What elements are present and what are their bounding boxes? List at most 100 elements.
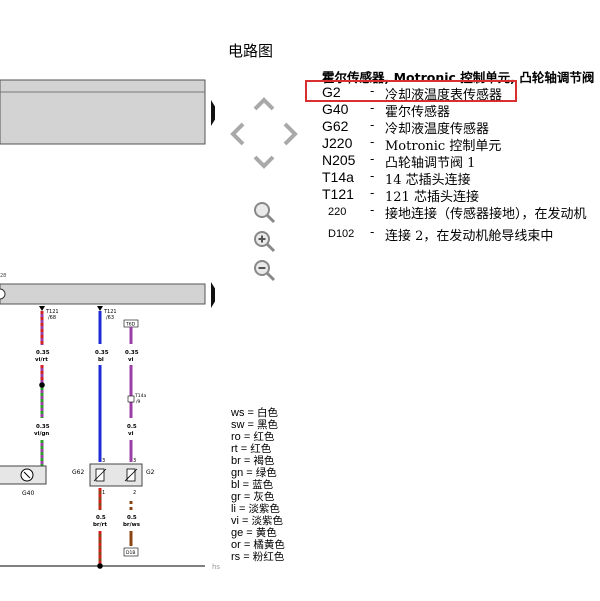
wire4-gauge: 0.5 (96, 515, 106, 521)
legend-eq: = (238, 515, 252, 527)
wire3-color: vi (128, 357, 134, 363)
arrow-up-icon[interactable] (253, 97, 275, 111)
component-dash: - (370, 203, 375, 217)
wire1-junction (39, 382, 45, 388)
control-unit-box (0, 79, 206, 145)
wire2-color: bl (98, 357, 104, 363)
component-code: 220 (328, 206, 347, 218)
wiring-diagram: 28 T121 /68 T121 /63 T6D 0.35 vi/rt 0.35… (0, 79, 215, 569)
legend-eq: = (237, 443, 251, 455)
component-code: J220 (322, 135, 353, 151)
component-desc: 凸轮轴调节阀 1 (385, 156, 476, 171)
top-left-label: 28 (0, 273, 6, 279)
legend-code: or (231, 539, 241, 551)
legend-eq: = (240, 431, 254, 443)
component-code: G40 (322, 101, 349, 117)
legend-item: ws = 白色 (231, 407, 285, 419)
wire2-ref: T121 (103, 309, 117, 315)
connector-bar (0, 283, 206, 305)
legend-eq: = (239, 479, 253, 491)
legend-code: vi (231, 515, 239, 527)
component-dash: - (370, 186, 375, 200)
legend-desc: 红色 (250, 443, 272, 455)
legend-eq: = (243, 467, 256, 479)
component-code: T14a (322, 169, 354, 185)
component-desc: 冷却液温度表传感器 (385, 88, 503, 103)
pin2-label: 2 (133, 490, 136, 496)
legend-code: sw (231, 419, 245, 431)
wire1-gauge: 0.35 (36, 350, 50, 356)
legend-desc: 灰色 (253, 491, 275, 503)
t14a-connector (127, 395, 135, 403)
legend-desc: 红色 (253, 431, 275, 443)
legend-eq: = (240, 539, 254, 551)
g62-label: G62 (72, 469, 84, 476)
legend-item: bl = 蓝色 (231, 479, 285, 491)
zoom-out-icon[interactable] (252, 258, 276, 282)
wire4-color: br/rt (93, 522, 107, 528)
t14a-label-2: /9 (136, 399, 141, 405)
legend-code: ws (231, 407, 245, 419)
g40-sensor-arrow (23, 471, 31, 479)
legend-item: or = 橘黄色 (231, 539, 285, 551)
legend-eq: = (240, 551, 253, 563)
connector-bar-circle (0, 288, 6, 300)
wire2b-color: vi (128, 431, 134, 437)
legend-item: ge = 黄色 (231, 527, 285, 539)
legend-eq: = (244, 407, 257, 419)
wire2-gauge: 0.35 (95, 350, 109, 356)
legend-desc: 橘黄色 (253, 539, 285, 551)
legend-eq: = (240, 491, 254, 503)
legend-code: rs (231, 551, 241, 563)
legend-eq: = (240, 455, 254, 467)
component-desc: 霍尔传感器 (385, 105, 451, 120)
g40-label: G40 (22, 490, 34, 497)
legend-item: vi = 淡紫色 (231, 515, 285, 527)
arrow-right-icon[interactable] (282, 122, 298, 146)
arrow-down-icon[interactable] (253, 155, 275, 169)
legend-item: rt = 红色 (231, 443, 285, 455)
component-dash: - (370, 118, 375, 132)
legend-eq: = (235, 503, 249, 515)
wire1b-color: vi/gn (34, 431, 49, 437)
wire1-ref: T121 (45, 309, 59, 315)
component-dash: - (370, 135, 375, 149)
zoom-fit-icon[interactable] (252, 200, 276, 224)
legend-code: rt (231, 443, 238, 455)
g62-element-arrow (93, 468, 107, 482)
g2-element-arrow (124, 468, 138, 482)
legend-item: sw = 黑色 (231, 419, 285, 431)
component-desc: 连接 2，在发动机舱导线束中 (385, 229, 554, 244)
legend-item: li = 淡紫色 (231, 503, 285, 515)
component-dash: - (370, 169, 375, 183)
component-desc: Motronic 控制单元 (385, 139, 502, 154)
edge-mark: hs (212, 563, 221, 571)
legend-item: gr = 灰色 (231, 491, 285, 503)
legend-item: br = 褐色 (231, 455, 285, 467)
pin3a-label: 3 (102, 458, 105, 464)
arrow-left-icon[interactable] (230, 122, 246, 146)
pin-2 (97, 306, 103, 311)
g2-label: G2 (146, 469, 155, 476)
zoom-in-icon[interactable] (252, 229, 276, 253)
legend-code: bl (231, 479, 240, 491)
legend-desc: 粉红色 (252, 551, 285, 563)
legend-code: br (231, 455, 241, 467)
legend-item: ro = 红色 (231, 431, 285, 443)
component-desc: 14 芯插头连接 (385, 173, 471, 188)
component-code: G2 (322, 84, 341, 100)
legend-desc: 绿色 (255, 467, 277, 479)
component-code: G62 (322, 118, 349, 134)
legend-desc: 黄色 (255, 527, 277, 539)
legend-eq: = (243, 527, 256, 539)
wire1-color: vi/rt (35, 357, 48, 363)
legend-desc: 褐色 (253, 455, 275, 467)
component-code: T121 (322, 186, 354, 202)
legend-code: ge (231, 527, 244, 539)
component-desc: 冷却液温度传感器 (385, 122, 490, 137)
wire1b-gauge: 0.35 (36, 424, 50, 430)
wire3-ref: T6D (125, 322, 136, 328)
pin1-label: 1 (102, 490, 105, 496)
highlight-box (305, 80, 517, 102)
